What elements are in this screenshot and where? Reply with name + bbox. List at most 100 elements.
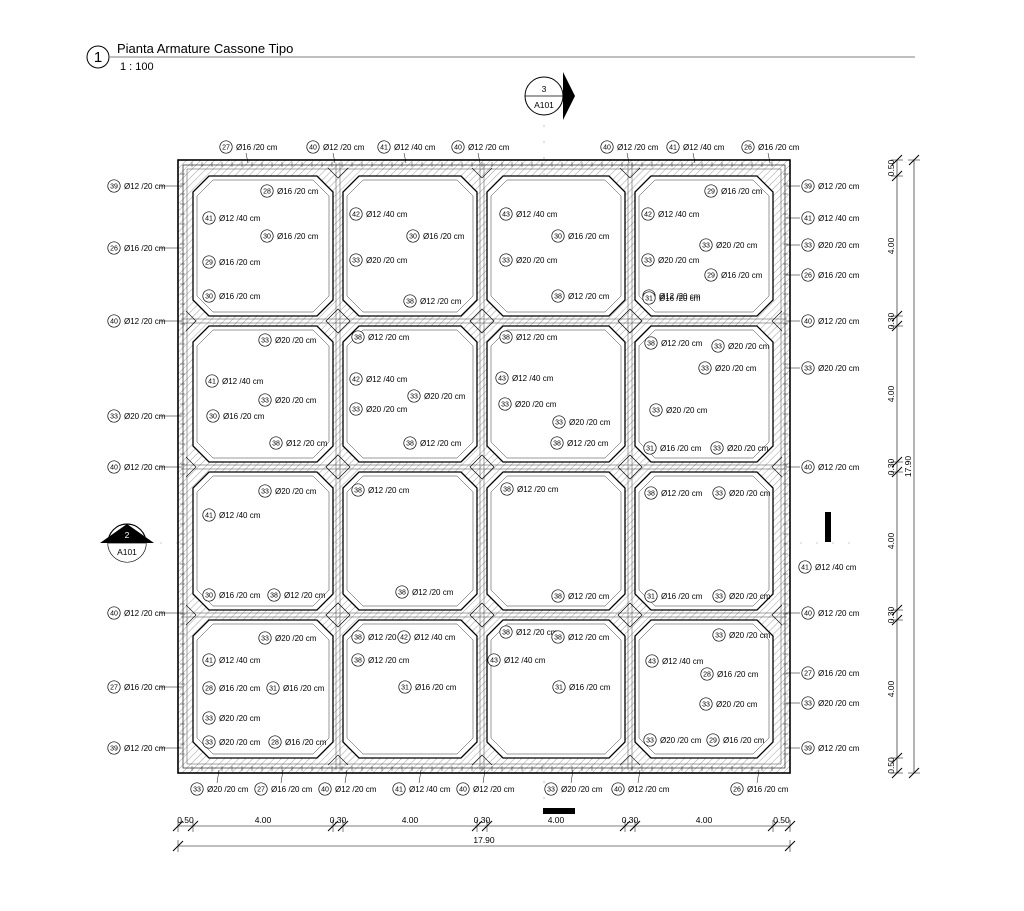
section-marker-2[interactable]: 2 A101: [100, 523, 154, 563]
